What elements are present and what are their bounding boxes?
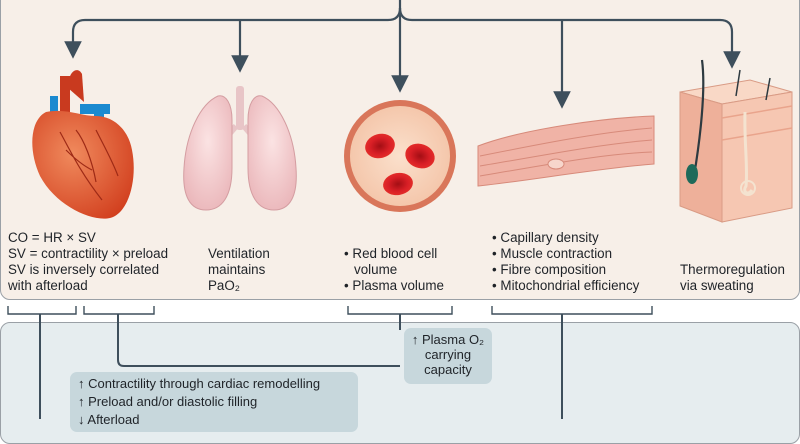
distribution-arrows xyxy=(64,0,741,109)
plasma-note-line: capacity xyxy=(424,362,472,377)
muscle-fibre-icon xyxy=(477,115,655,187)
lungs-label-line: maintains xyxy=(208,262,266,277)
heart-label-line: SV = contractility × preload xyxy=(8,246,169,261)
blood-label-line: volume xyxy=(344,262,444,278)
blood-label-line: • Red blood cell xyxy=(344,246,438,261)
skin-label-line: via sweating xyxy=(680,278,754,293)
blood-label-text: volume xyxy=(354,262,398,277)
skin-label: Thermoregulation via sweating xyxy=(680,262,785,294)
plasma-note-line: carrying xyxy=(424,347,472,362)
blood-label: • Red blood cell volume • Plasma volume xyxy=(344,246,444,294)
diagram-graphics xyxy=(7,0,793,419)
muscle-label: Capillary density Muscle contraction Fib… xyxy=(492,230,639,294)
heart-label: CO = HR × SV SV = contractility × preloa… xyxy=(8,230,168,294)
blood-label-line: • Plasma volume xyxy=(344,278,444,293)
heart-label-line: SV is inversely correlated xyxy=(8,262,160,277)
lungs-label: Ventilation maintains PaO₂ xyxy=(208,246,270,294)
blood-label-text: Red blood cell xyxy=(352,246,438,261)
blood-vessel-icon xyxy=(344,100,456,212)
lungs-icon xyxy=(183,86,297,211)
muscle-label-line: Mitochondrial efficiency xyxy=(492,278,639,294)
cardiac-effect-line: ↑ Preload and/or diastolic filling xyxy=(78,394,258,409)
plasma-note-line: ↑ Plasma O₂ xyxy=(411,332,485,347)
label-brackets xyxy=(7,306,653,315)
plasma-note-box: ↑ Plasma O₂ carrying capacity xyxy=(404,328,492,384)
blood-label-text: Plasma volume xyxy=(352,278,444,293)
muscle-label-line: Fibre composition xyxy=(492,262,639,278)
cardiac-effects-box: ↑ Contractility through cardiac remodell… xyxy=(70,372,358,432)
heart-label-line: with afterload xyxy=(8,278,88,293)
heart-icon xyxy=(32,70,134,219)
muscle-label-line: Muscle contraction xyxy=(492,246,639,262)
skin-icon xyxy=(679,59,793,223)
lungs-label-line: Ventilation xyxy=(208,246,270,261)
figure: CO = HR × SV SV = contractility × preloa… xyxy=(0,0,800,419)
cardiac-effect-line: ↓ Afterload xyxy=(78,412,140,427)
lungs-label-line: PaO₂ xyxy=(208,278,240,293)
heart-label-line: CO = HR × SV xyxy=(8,230,96,245)
connector-lines xyxy=(39,314,563,419)
skin-label-line: Thermoregulation xyxy=(680,262,785,277)
muscle-label-line: Capillary density xyxy=(492,230,639,246)
cardiac-effect-line: ↑ Contractility through cardiac remodell… xyxy=(78,376,321,391)
